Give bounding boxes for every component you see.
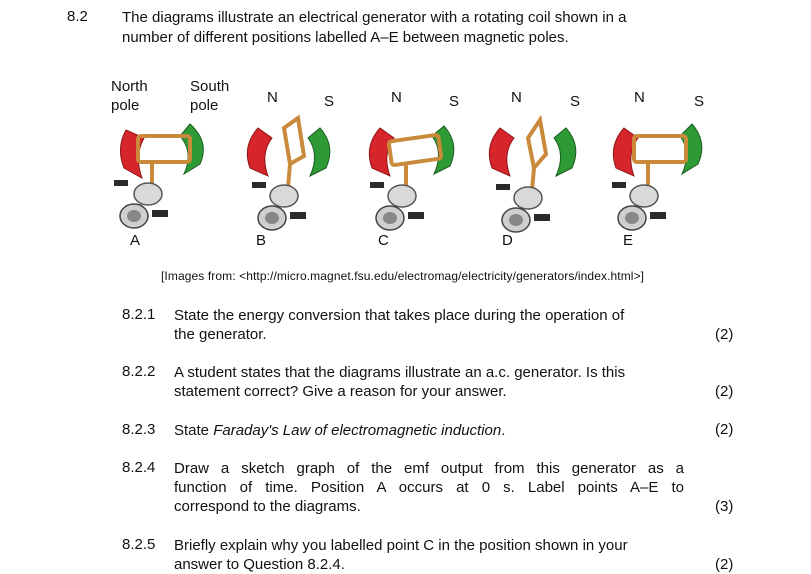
intro-line-1: The diagrams illustrate an electrical ge… xyxy=(122,9,627,26)
subquestion-8-2-1-text: State the energy conversion that takes p… xyxy=(174,306,684,344)
marks-8-2-2: (2) xyxy=(715,383,734,400)
subquestion-8-2-3-prefix: State xyxy=(174,422,214,439)
n-label-c: N xyxy=(391,89,402,106)
n-label-b: N xyxy=(267,89,278,106)
subquestion-8-2-3-text: State Faraday's Law of electromagnetic i… xyxy=(174,421,684,440)
s-label-d: S xyxy=(570,93,581,110)
diagram-letter-c: C xyxy=(378,232,389,249)
south-pole-label: South pole xyxy=(190,77,229,115)
image-source-caption: [Images from: <http://micro.magnet.fsu.e… xyxy=(161,269,645,283)
north-pole-label-line2: pole xyxy=(111,97,140,114)
subquestion-8-2-5-line1: Briefly explain why you labelled point C… xyxy=(174,537,628,554)
subquestion-8-2-2-text: A student states that the diagrams illus… xyxy=(174,363,684,401)
generator-diagram-d xyxy=(488,114,577,233)
diagram-letter-a: A xyxy=(130,232,141,249)
subquestion-8-2-4-line1: Draw a sketch graph of the emf output fr… xyxy=(174,460,684,477)
north-pole-label-line1: North xyxy=(111,78,148,95)
diagram-letter-e: E xyxy=(623,232,634,249)
subquestion-8-2-2-line2: statement correct? Give a reason for you… xyxy=(174,383,507,400)
subquestion-8-2-2-number: 8.2.2 xyxy=(122,363,156,380)
question-intro: The diagrams illustrate an electrical ge… xyxy=(122,8,722,48)
question-number: 8.2 xyxy=(67,8,88,25)
n-label-e: N xyxy=(634,89,645,106)
generator-diagram-b xyxy=(246,114,331,231)
diagram-letter-b: B xyxy=(256,232,267,249)
subquestion-8-2-4-number: 8.2.4 xyxy=(122,459,156,476)
subquestion-8-2-4-line3: correspond to the diagrams. xyxy=(174,498,361,515)
s-label-e: S xyxy=(694,93,705,110)
marks-8-2-4: (3) xyxy=(715,498,734,515)
subquestion-8-2-1-line2: the generator. xyxy=(174,326,267,343)
south-pole-label-line1: South xyxy=(190,78,230,95)
subquestion-8-2-4-line2: function of time. Position A occurs at 0… xyxy=(174,479,684,496)
marks-8-2-5: (2) xyxy=(715,556,734,573)
subquestion-8-2-1-number: 8.2.1 xyxy=(122,306,156,323)
subquestion-8-2-5-text: Briefly explain why you labelled point C… xyxy=(174,536,684,574)
s-label-b: S xyxy=(324,93,335,110)
subquestion-8-2-5-line2: answer to Question 8.2.4. xyxy=(174,556,345,573)
subquestion-8-2-2-line1: A student states that the diagrams illus… xyxy=(174,364,626,381)
subquestion-8-2-4-text: Draw a sketch graph of the emf output fr… xyxy=(174,459,684,516)
s-label-c: S xyxy=(449,93,460,110)
generator-diagram-e xyxy=(612,123,703,231)
intro-line-2: number of different positions labelled A… xyxy=(122,29,569,46)
north-pole-label: North pole xyxy=(111,77,148,115)
generator-diagram-c xyxy=(368,125,455,231)
faradays-law-italic: Faraday's Law of electromagnetic inducti… xyxy=(213,422,502,439)
diagram-letter-d: D xyxy=(502,232,513,249)
n-label-d: N xyxy=(511,89,522,106)
generator-diagram-a xyxy=(114,123,204,229)
marks-8-2-3: (2) xyxy=(715,421,734,438)
marks-8-2-1: (2) xyxy=(715,326,734,343)
south-pole-label-line2: pole xyxy=(190,97,219,114)
subquestion-8-2-3-number: 8.2.3 xyxy=(122,421,156,438)
subquestion-8-2-3-suffix: . xyxy=(501,422,506,439)
subquestion-8-2-5-number: 8.2.5 xyxy=(122,536,156,553)
subquestion-8-2-1-line1: State the energy conversion that takes p… xyxy=(174,307,625,324)
